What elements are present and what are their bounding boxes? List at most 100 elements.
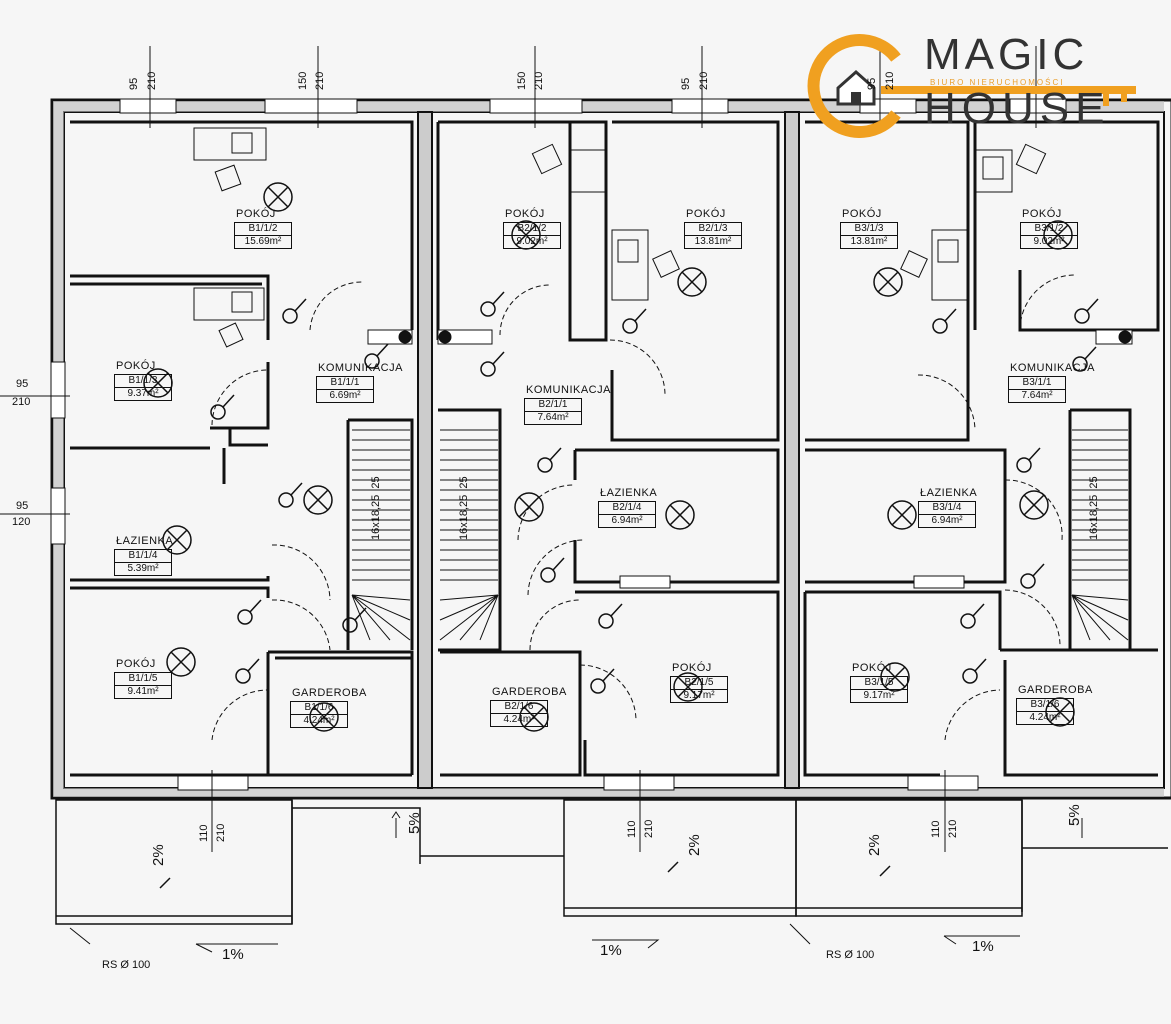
- dim-top-4b: 210: [698, 71, 710, 90]
- party-walls: [417, 111, 800, 789]
- room-code: B3/1/4: [919, 502, 975, 515]
- room-code: B1/1/4: [115, 550, 171, 563]
- room-code: B2/1/6: [491, 701, 547, 714]
- room-code: B2/1/4: [599, 502, 655, 515]
- dim-top-3: 150: [516, 71, 528, 90]
- furniture: [193, 127, 1047, 348]
- slope-arrows: [69, 811, 1083, 953]
- vents: [367, 329, 1133, 589]
- dim-bot-1b: 210: [215, 823, 227, 842]
- slope-bottom-1: 1%: [222, 946, 244, 963]
- light-fixtures: [143, 182, 1075, 732]
- room-area: 9.17m²: [863, 690, 895, 701]
- stair-label-2: 16x18,25 25: [458, 476, 470, 540]
- door-swings: [211, 274, 1076, 741]
- slope-terrace-1: 2%: [150, 844, 167, 866]
- dim-left-2b: 120: [12, 516, 31, 528]
- dim-left-1b: 210: [12, 396, 31, 408]
- room-name: GARDEROBA: [492, 686, 567, 698]
- dim-top-1: 95: [128, 77, 140, 90]
- room-name: POKÓJ: [236, 208, 276, 220]
- room-code: B2/1/3: [685, 223, 741, 236]
- room-code: B3/1/3: [841, 223, 897, 236]
- dim-top-5b: 210: [884, 71, 896, 90]
- room-area: 9.41m²: [127, 686, 159, 697]
- unit1-walls: [70, 120, 414, 777]
- room-area: 13.81m²: [694, 236, 732, 247]
- logo-line2: HOUSE: [924, 84, 1111, 133]
- room-code: B1/1/2: [235, 223, 291, 236]
- dim-top-4: 95: [680, 77, 692, 90]
- room-name: ŁAZIENKA: [920, 487, 978, 499]
- room-area: 6.94m²: [611, 515, 643, 526]
- room-code: B1/1/1: [317, 377, 373, 390]
- room-code: B2/1/5: [671, 677, 727, 690]
- room-name: POKÓJ: [116, 658, 156, 670]
- dim-top-2: 150: [297, 71, 309, 90]
- dim-bot-1: 110: [198, 824, 210, 842]
- room-area: 4.24m²: [1029, 712, 1061, 723]
- slope-gap-1: 5%: [406, 812, 423, 834]
- room-code: B2/1/2: [504, 223, 560, 236]
- room-code: B3/1/1: [1009, 377, 1065, 390]
- dim-left-1: 95: [16, 378, 29, 390]
- slope-bottom-3: 1%: [972, 938, 994, 955]
- room-name: POKÓJ: [116, 360, 156, 372]
- room-name: KOMUNIKACJA: [526, 384, 611, 396]
- dim-bot-2: 110: [626, 820, 638, 838]
- drain-label-2: RS Ø 100: [826, 949, 875, 961]
- room-area: 6.94m²: [931, 515, 963, 526]
- unit2-walls: [436, 120, 780, 777]
- room-code: B3/1/5: [851, 677, 907, 690]
- room-area: 13.81m²: [850, 236, 888, 247]
- room-area: 7.64m²: [1021, 390, 1053, 401]
- magic-house-logo: MAGIC BIURO NIERUCHOMOŚCI HOUSE: [806, 28, 1146, 138]
- dim-top-3b: 210: [533, 71, 545, 90]
- room-code: B1/1/6: [291, 702, 347, 715]
- slope-gap-2: 5%: [1066, 804, 1083, 826]
- switches: [210, 291, 1099, 694]
- room-name: GARDEROBA: [292, 687, 367, 699]
- room-code: B1/1/5: [115, 673, 171, 686]
- slope-terrace-2: 2%: [686, 834, 703, 856]
- room-code: B2/1/1: [525, 399, 581, 412]
- dim-top-1b: 210: [146, 71, 158, 90]
- slope-bottom-2: 1%: [600, 942, 622, 959]
- stair-label-3: 16x18,25 25: [1088, 476, 1100, 540]
- room-area: 15.69m²: [244, 236, 282, 247]
- room-code: B3/1/6: [1017, 699, 1073, 712]
- room-area: 5.39m²: [127, 563, 159, 574]
- room-name: ŁAZIENKA: [600, 487, 658, 499]
- room-code: B3/1/2: [1021, 223, 1077, 236]
- stairs: [351, 429, 1129, 641]
- room-area: 4.24m²: [503, 714, 535, 725]
- room-name: POKÓJ: [852, 662, 892, 674]
- stair-label-1: 16x18,25 25: [370, 476, 382, 540]
- room-name: POKÓJ: [1022, 208, 1062, 220]
- dim-left-2: 95: [16, 500, 29, 512]
- room-name: POKÓJ: [672, 662, 712, 674]
- drain-label-1: RS Ø 100: [102, 959, 151, 971]
- key-logo-icon: [807, 34, 1136, 138]
- logo-line1: MAGIC: [924, 30, 1089, 79]
- room-name: GARDEROBA: [1018, 684, 1093, 696]
- room-area: 9.37m²: [127, 388, 159, 399]
- logo-tagline: BIURO NIERUCHOMOŚCI: [930, 78, 1065, 87]
- room-name: POKÓJ: [505, 208, 545, 220]
